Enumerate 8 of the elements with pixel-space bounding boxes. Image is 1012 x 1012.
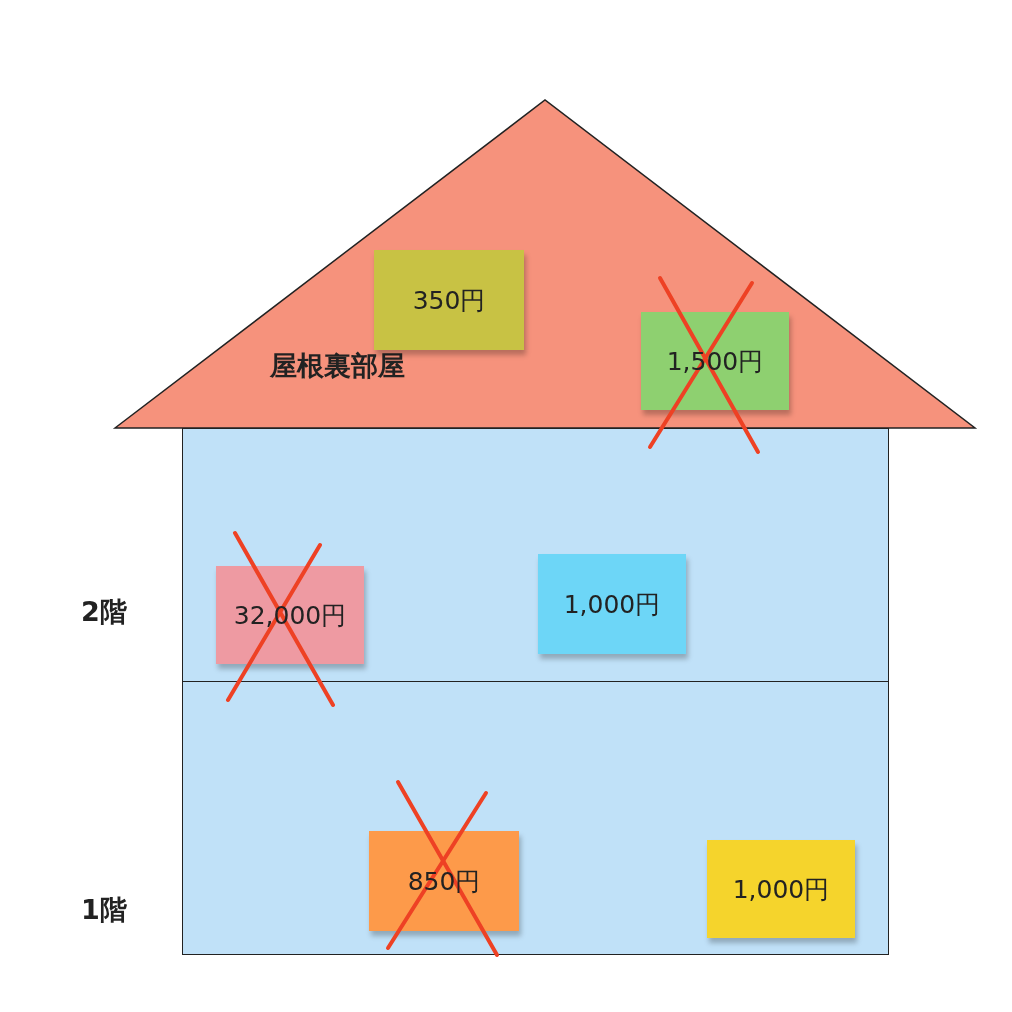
sticky-note: 850円	[369, 831, 519, 931]
roof-triangle	[115, 100, 975, 428]
sticky-note: 350円	[374, 250, 524, 350]
floor-label: 1階	[81, 893, 127, 927]
sticky-note: 1,000円	[707, 840, 855, 938]
floor-label: 2階	[81, 595, 127, 629]
room-label: 屋根裏部屋	[270, 349, 405, 383]
sticky-note: 1,000円	[538, 554, 686, 654]
